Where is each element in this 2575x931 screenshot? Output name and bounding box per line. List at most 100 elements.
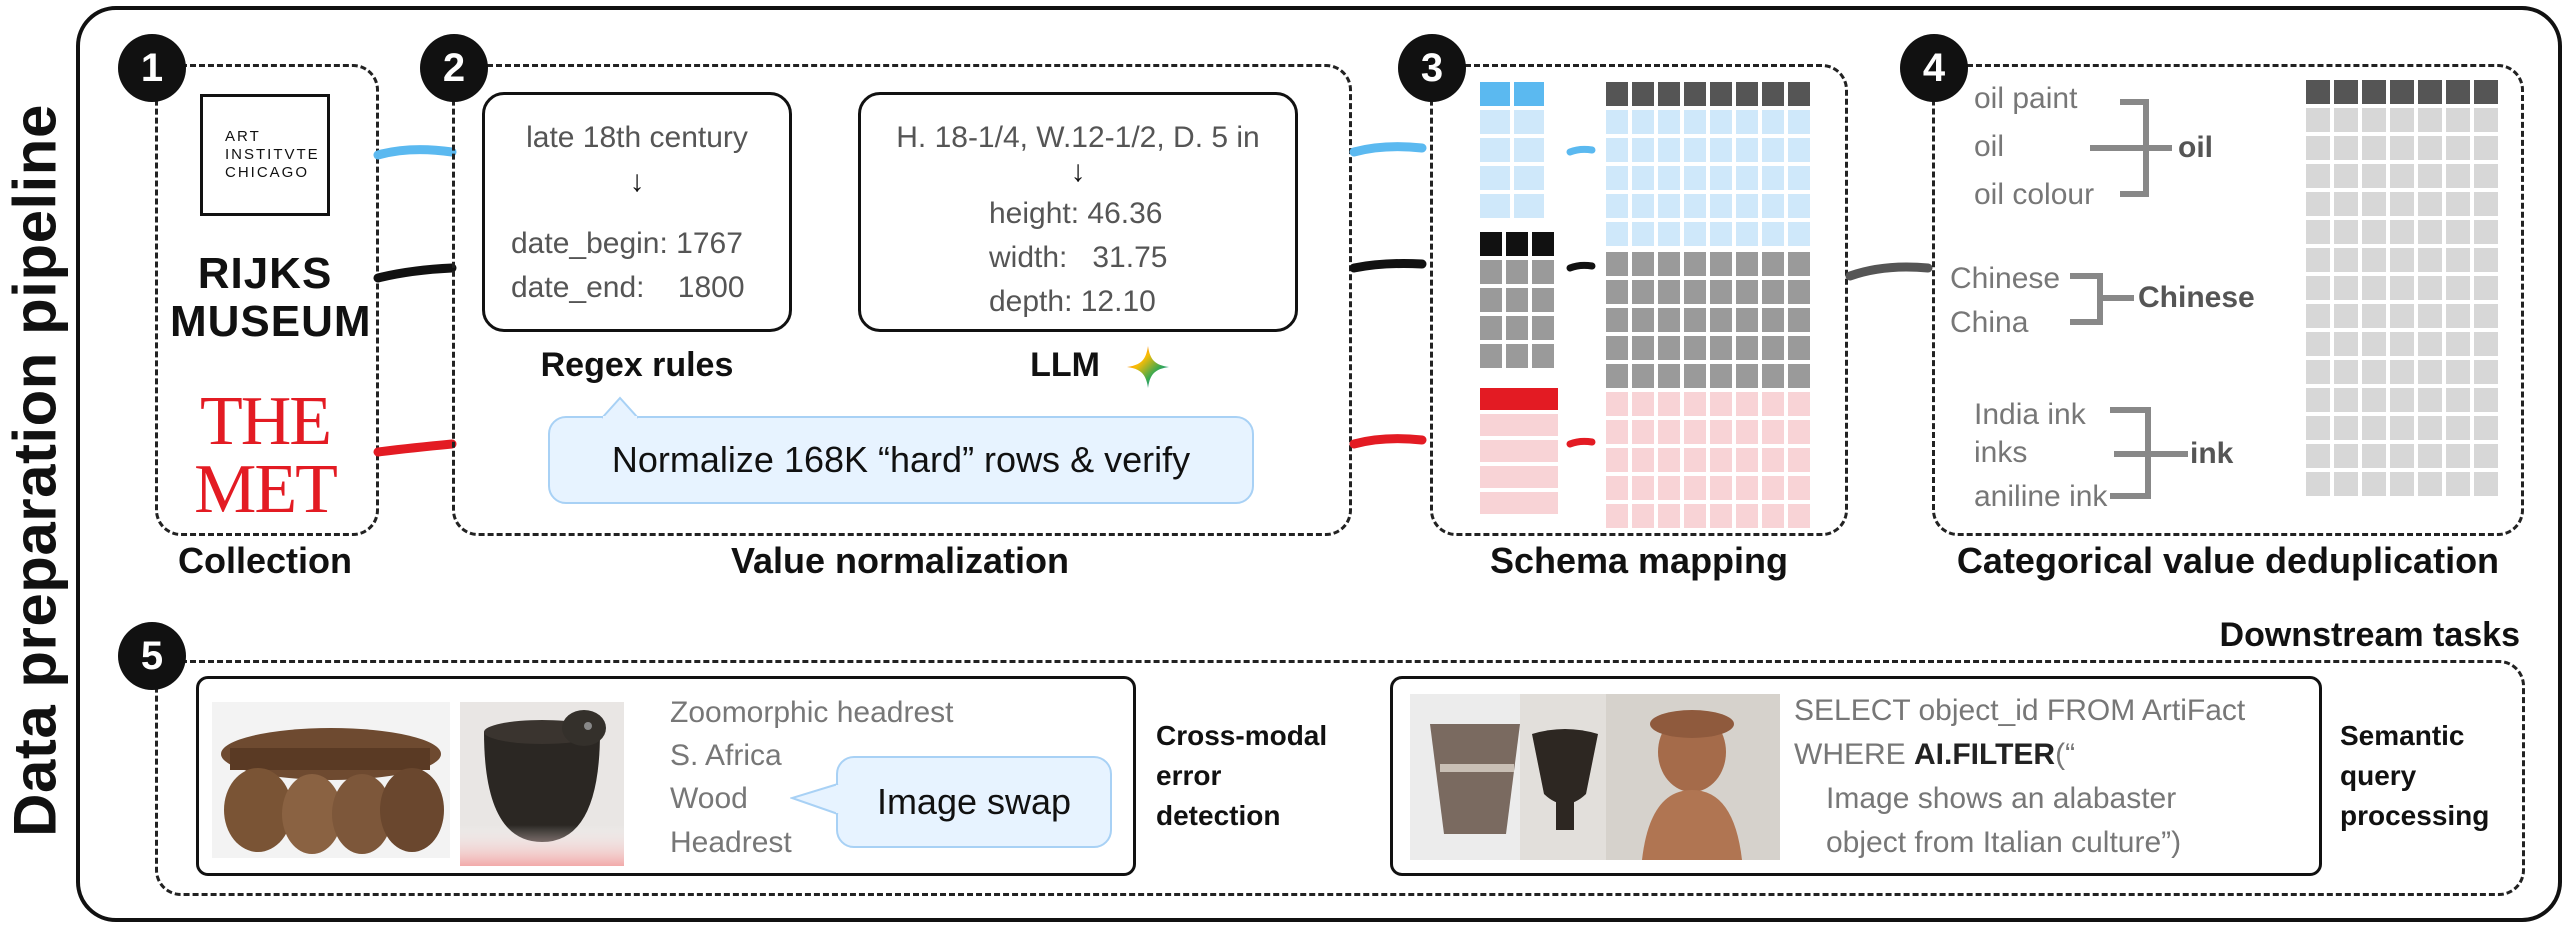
semantic-label-line: query (2340, 760, 2417, 791)
dedup-grid-cell (2306, 136, 2330, 160)
target-table-cell (1606, 448, 1628, 472)
target-table-cell (1658, 504, 1680, 528)
dedup-value: India ink (1974, 398, 2086, 431)
target-table-cell (1632, 448, 1654, 472)
target-table-cell (1606, 280, 1628, 304)
target-table-cell (1658, 110, 1680, 134)
dedup-grid-cell (2390, 192, 2414, 216)
query-line-where: WHERE AI.FILTER(“ (1794, 732, 2075, 777)
target-table-cell (1762, 166, 1784, 190)
target-table-cell (1632, 420, 1654, 444)
met-logo: THE MET (180, 387, 350, 525)
target-table-cell (1762, 504, 1784, 528)
target-table-cell (1710, 194, 1732, 218)
target-table-cell (1710, 448, 1732, 472)
dedup-grid-header (2334, 80, 2358, 104)
dedup-grid-cell (2362, 136, 2386, 160)
dedup-grid-cell (2362, 444, 2386, 468)
dedup-grid-cell (2446, 360, 2470, 384)
dedup-grid-cell (2418, 472, 2442, 496)
target-table-cell (1788, 448, 1810, 472)
dedup-grid-cell (2362, 472, 2386, 496)
source-table-cell (1506, 344, 1528, 368)
dedup-grid-cell (2474, 248, 2498, 272)
target-table-cell (1762, 138, 1784, 162)
cross-modal-label-line: error (1156, 760, 1222, 791)
step-3-badge: 3 (1398, 34, 1466, 102)
target-table-cell (1658, 194, 1680, 218)
source-table-cell (1480, 344, 1502, 368)
merge-bracket-icon (2070, 273, 2134, 325)
dedup-grid-cell (2446, 472, 2470, 496)
dedup-grid-cell (2446, 304, 2470, 328)
dedup-grid-cell (2474, 360, 2498, 384)
source-table-cell (1514, 194, 1544, 218)
target-table-cell (1788, 166, 1810, 190)
target-table-cell (1684, 110, 1706, 134)
normalization-connectors (1349, 142, 1427, 449)
target-table-cell (1606, 166, 1628, 190)
dedup-result-oil: oil (2178, 131, 2213, 164)
dedup-grid-cell (2446, 108, 2470, 132)
dedup-grid-cell (2474, 472, 2498, 496)
source-table-cell (1506, 288, 1528, 312)
target-table-cell (1684, 504, 1706, 528)
query-where-keyword: WHERE (1794, 738, 1914, 771)
dedup-grid-cell (2362, 220, 2386, 244)
target-table-cell (1788, 392, 1810, 416)
target-table-cell (1788, 476, 1810, 500)
llm-example-box: H. 18-1/4, W.12-1/2, D. 5 in ↓ height: 4… (858, 92, 1298, 332)
dedup-grid-cell (2390, 332, 2414, 356)
target-table-cell (1710, 138, 1732, 162)
target-table-cell (1658, 364, 1680, 388)
dedup-grid-cell (2418, 192, 2442, 216)
dedup-grid-cell (2390, 164, 2414, 188)
metadata-title: Zoomorphic headrest (670, 696, 954, 729)
dedup-box (1932, 64, 2524, 536)
source-table-cell (1506, 316, 1528, 340)
target-table-cell (1658, 222, 1680, 246)
dedup-grid-cell (2390, 304, 2414, 328)
target-table-cell (1632, 166, 1654, 190)
target-table-cell (1788, 222, 1810, 246)
dedup-value: oil (1974, 130, 2005, 163)
collection-label: Collection (177, 540, 352, 581)
target-table-cell (1606, 194, 1628, 218)
target-table-cell (1684, 280, 1706, 304)
source-table-cell (1506, 232, 1528, 256)
bubble-tail (790, 783, 840, 815)
source-table-cell (1506, 260, 1528, 284)
arrow-down-icon: ↓ (1070, 155, 1086, 188)
dedup-grid-cell (2362, 108, 2386, 132)
target-table-cell (1736, 110, 1758, 134)
target-table-cell (1710, 280, 1732, 304)
dedup-grid-cell (2418, 136, 2442, 160)
metadata-region: S. Africa (670, 739, 782, 772)
target-table-cell (1736, 194, 1758, 218)
cross-modal-label: Cross-modal error detection (1156, 716, 1327, 836)
dedup-grid-header (2474, 80, 2498, 104)
metadata-type: Headrest (670, 826, 792, 859)
rijksmuseum-logo: RIJKS MUSEUM (170, 250, 372, 346)
source-table-cell (1532, 344, 1554, 368)
dedup-grid-cell (2446, 416, 2470, 440)
target-table-cell (1788, 194, 1810, 218)
dedup-grid-cell (2446, 248, 2470, 272)
dedup-value: oil paint (1974, 82, 2078, 115)
dedup-grid-cell (2334, 136, 2358, 160)
target-table-cell (1684, 364, 1706, 388)
query-open-quote: (“ (2055, 738, 2076, 771)
rijks-logo-line: MUSEUM (170, 297, 372, 346)
dedup-grid-cell (2334, 220, 2358, 244)
dedup-label: Categorical value deduplication (1956, 540, 2500, 581)
target-table-cell (1684, 448, 1706, 472)
target-table-cell (1710, 364, 1732, 388)
schema-mapping-box (1430, 64, 1848, 536)
target-table-cell (1736, 252, 1758, 276)
dedup-grid-cell (2390, 220, 2414, 244)
target-table-cell (1658, 336, 1680, 360)
dedup-grid-cell (2334, 332, 2358, 356)
dedup-grid-cell (2474, 416, 2498, 440)
target-table-cell (1658, 252, 1680, 276)
collection-connectors (373, 145, 457, 457)
